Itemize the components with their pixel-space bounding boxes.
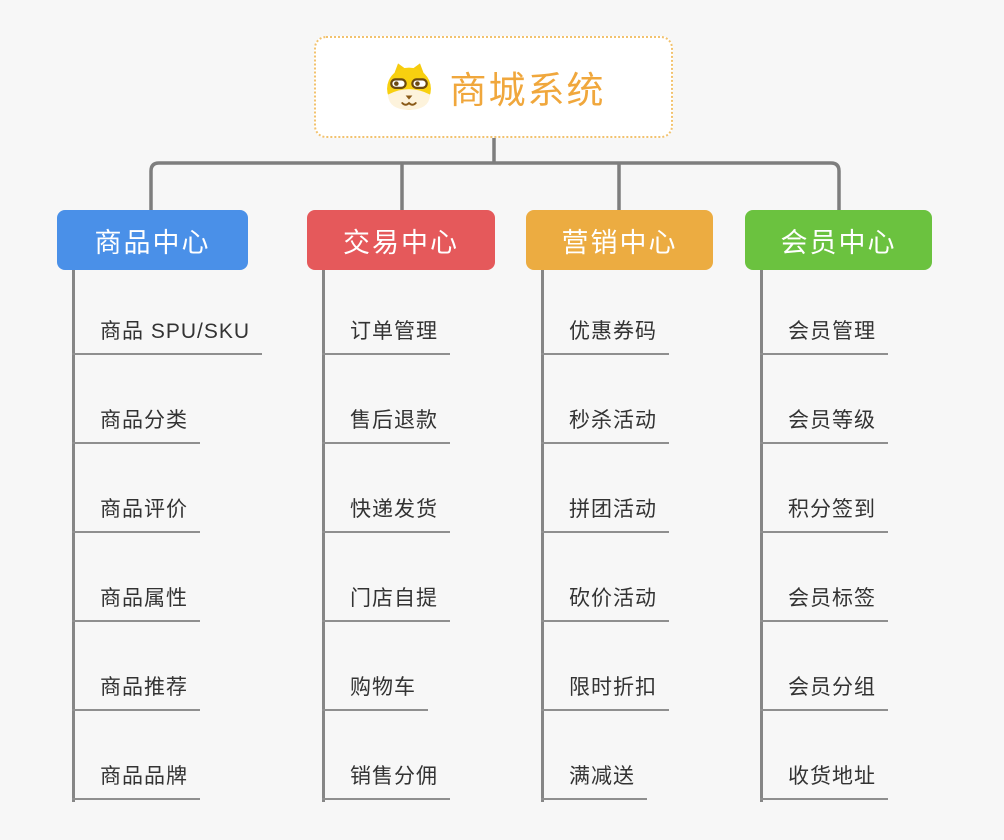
- leaf-item[interactable]: 商品 SPU/SKU: [72, 311, 263, 355]
- leaf-item[interactable]: 商品品牌: [72, 756, 200, 800]
- dog-icon: [386, 63, 431, 110]
- branch-spine: [72, 270, 75, 802]
- leaf-item[interactable]: 拼团活动: [541, 489, 669, 533]
- branch-column-marketing-center: 营销中心 优惠券码 秒杀活动 拼团活动 砍价活动 限时折扣 满减送: [526, 210, 713, 802]
- leaf-item[interactable]: 订单管理: [322, 311, 450, 355]
- leaf-item[interactable]: 购物车: [322, 667, 428, 711]
- branch-column-member-center: 会员中心 会员管理 会员等级 积分签到 会员标签 会员分组 收货地址: [745, 210, 932, 802]
- leaf-item[interactable]: 快递发货: [322, 489, 450, 533]
- leaf-item[interactable]: 销售分佣: [322, 756, 450, 800]
- leaf-item[interactable]: 满减送: [541, 756, 647, 800]
- leaf-item[interactable]: 商品推荐: [72, 667, 200, 711]
- branch-header-trade-center[interactable]: 交易中心: [307, 210, 495, 270]
- root-node[interactable]: 商城系统: [314, 36, 673, 138]
- leaf-item[interactable]: 商品属性: [72, 578, 200, 622]
- leaf-item[interactable]: 售后退款: [322, 400, 450, 444]
- branch-header-member-center[interactable]: 会员中心: [745, 210, 932, 270]
- leaf-item[interactable]: 收货地址: [760, 756, 888, 800]
- root-title: 商城系统: [449, 70, 606, 111]
- leaf-item[interactable]: 秒杀活动: [541, 400, 669, 444]
- branch-spine: [541, 270, 544, 802]
- branch-header-product-center[interactable]: 商品中心: [57, 210, 248, 270]
- leaf-item[interactable]: 会员管理: [760, 311, 888, 355]
- leaf-item[interactable]: 会员分组: [760, 667, 888, 711]
- leaf-item[interactable]: 商品分类: [72, 400, 200, 444]
- branch-column-product-center: 商品中心 商品 SPU/SKU 商品分类 商品评价 商品属性 商品推荐 商品品牌: [57, 210, 263, 802]
- branch-column-trade-center: 交易中心 订单管理 售后退款 快递发货 门店自提 购物车 销售分佣: [307, 210, 495, 802]
- branch-spine: [760, 270, 763, 802]
- leaf-item[interactable]: 门店自提: [322, 578, 450, 622]
- leaf-item[interactable]: 优惠券码: [541, 311, 669, 355]
- leaf-item[interactable]: 积分签到: [760, 489, 888, 533]
- leaf-item[interactable]: 限时折扣: [541, 667, 669, 711]
- branch-header-marketing-center[interactable]: 营销中心: [526, 210, 713, 270]
- leaf-item[interactable]: 会员标签: [760, 578, 888, 622]
- leaf-item[interactable]: 商品评价: [72, 489, 200, 533]
- leaf-item[interactable]: 会员等级: [760, 400, 888, 444]
- branch-spine: [322, 270, 325, 802]
- leaf-item[interactable]: 砍价活动: [541, 578, 669, 622]
